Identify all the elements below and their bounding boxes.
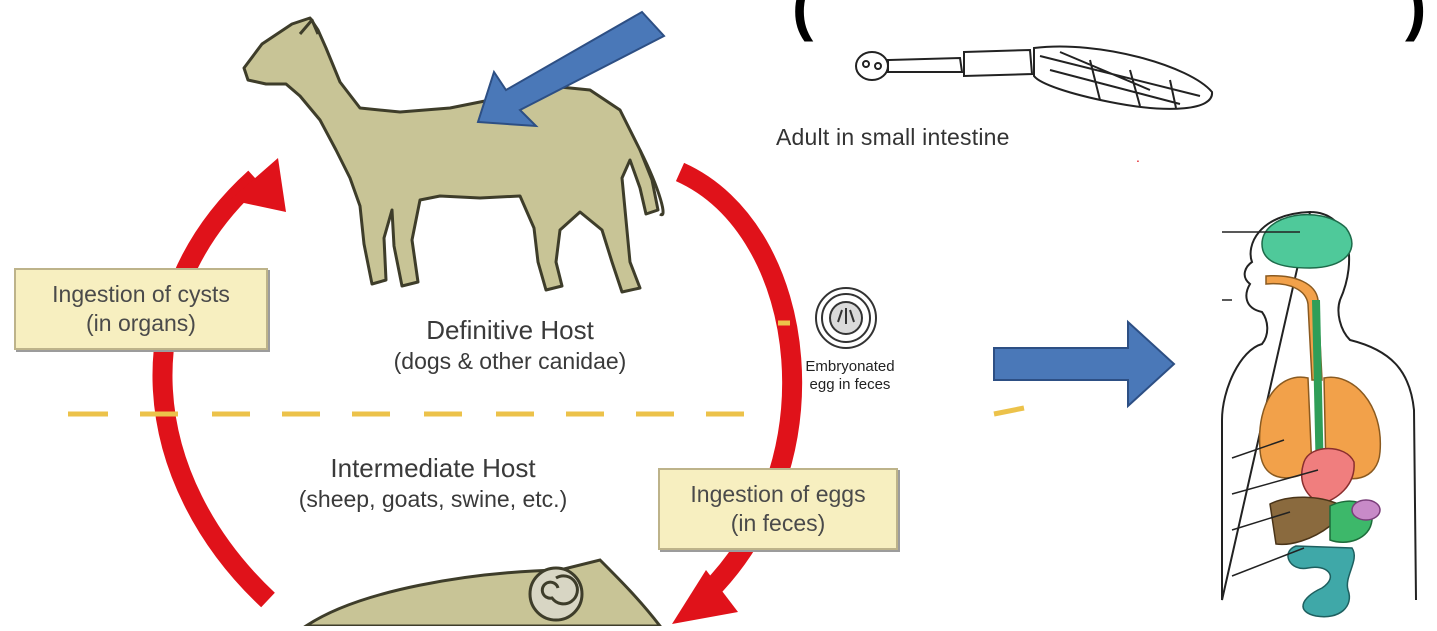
definitive-host-label: Definitive Host (dogs & other canidae) [340, 314, 680, 375]
pointer-arrow-to-human [994, 322, 1174, 406]
liver-organ [1270, 497, 1338, 544]
human-organs-illustration [1222, 212, 1416, 617]
egg-label-line1: Embryonated [770, 358, 930, 376]
cycle-arrows [162, 158, 792, 624]
egg-label-line2: egg in feces [770, 376, 930, 394]
ingestion-of-cysts-box: Ingestion of cysts (in organs) [14, 268, 268, 350]
eggs-box-line1: Ingestion of eggs [690, 480, 865, 509]
adult-caption: Adult in small intestine [776, 124, 1010, 151]
heart-organ [1302, 449, 1354, 505]
cysts-box-line1: Ingestion of cysts [52, 280, 230, 309]
ingestion-of-eggs-box: Ingestion of eggs (in feces) [658, 468, 898, 550]
cycle-arc-left [162, 178, 268, 600]
red-dot-mark: . [1136, 149, 1140, 165]
definitive-host-title: Definitive Host [340, 314, 680, 347]
brain-organ [1262, 215, 1352, 268]
spleen-organ [1352, 500, 1380, 520]
adult-tapeworm-illustration [856, 47, 1212, 109]
intestine-organ [1288, 546, 1354, 617]
title-fragment-right: ) [1405, 0, 1426, 42]
embryonated-egg-illustration [816, 288, 876, 348]
embryonated-egg-label: Embryonated egg in feces [770, 358, 930, 394]
title-fragment-left: ( [792, 0, 814, 42]
intermediate-host-label: Intermediate Host (sheep, goats, swine, … [228, 452, 638, 513]
sheep-illustration [306, 560, 660, 626]
cysts-box-line2: (in organs) [52, 309, 230, 338]
intermediate-host-subtitle: (sheep, goats, swine, etc.) [228, 485, 638, 514]
eggs-box-line2: (in feces) [690, 509, 865, 538]
intermediate-host-title: Intermediate Host [228, 452, 638, 485]
definitive-host-subtitle: (dogs & other canidae) [340, 347, 680, 376]
